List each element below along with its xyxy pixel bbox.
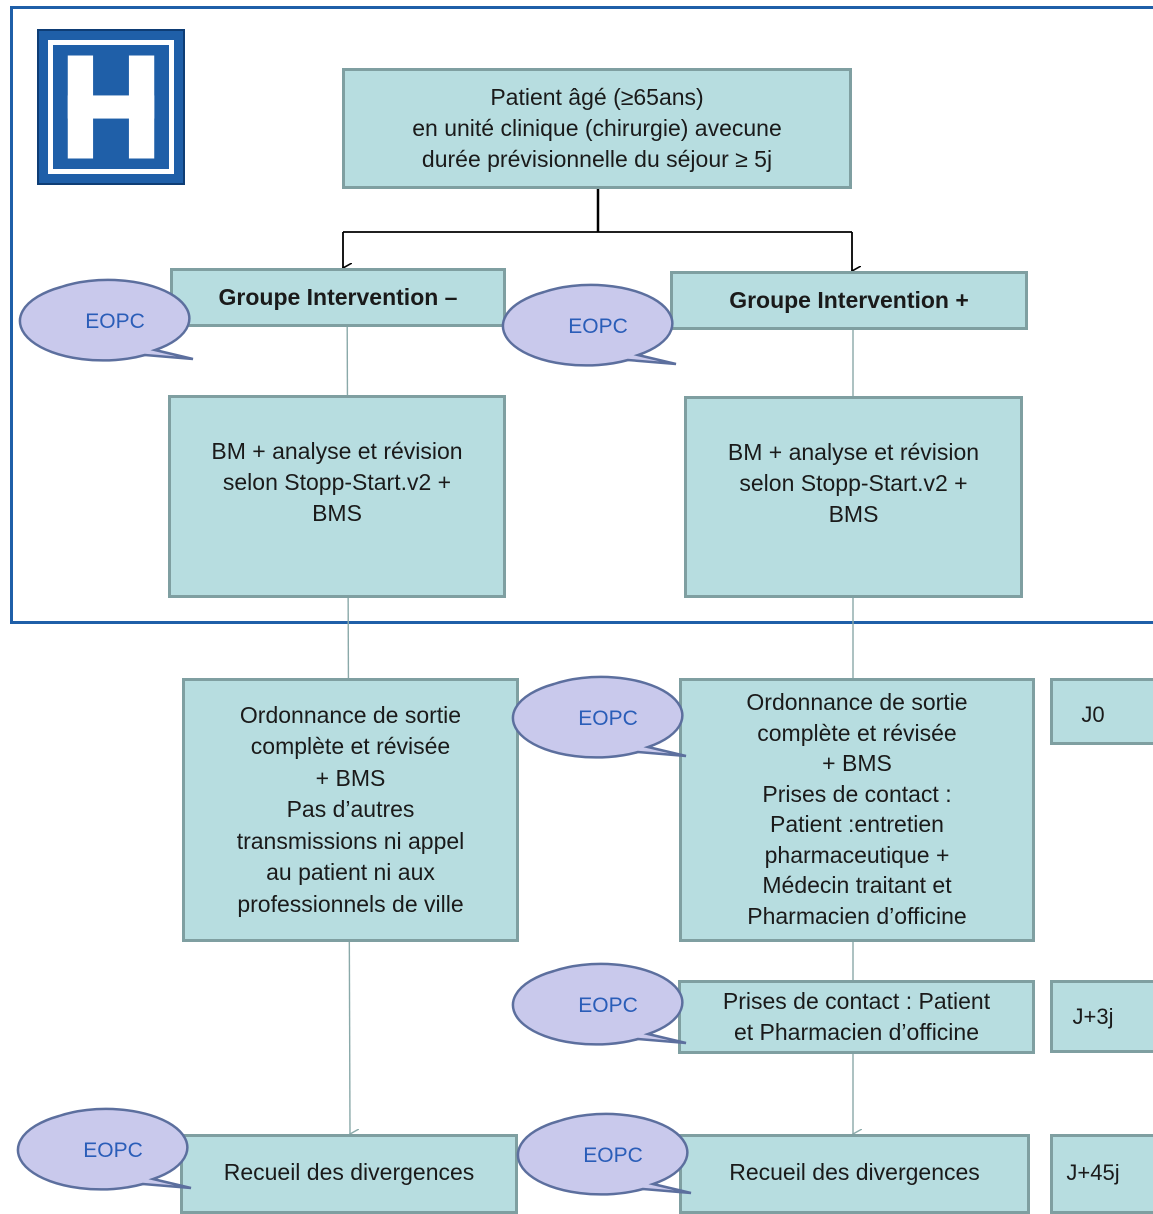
day-box-j45: J+45j [1050, 1134, 1153, 1214]
eopc-label: EOPC [83, 1139, 143, 1162]
eopc-bubble-discharge-group: EOPC [511, 675, 687, 759]
day-box-j0: J0 [1050, 678, 1153, 745]
review-box-left: BM + analyse et révision selon Stopp-Sta… [168, 395, 506, 598]
eopc-bubble-divergence-left-group: EOPC [16, 1107, 192, 1191]
eligibility-box: Patient âgé (≥65ans) en unité clinique (… [342, 68, 852, 189]
divergence-box-left: Recueil des divergences [180, 1134, 518, 1214]
eopc-label: EOPC [568, 315, 628, 338]
eopc-label: EOPC [578, 994, 638, 1017]
hospital-boundary [10, 6, 1153, 624]
discharge-box-left: Ordonnance de sortie complète et révisée… [182, 678, 519, 942]
eopc-label: EOPC [578, 707, 638, 730]
divergence-box-right: Recueil des divergences [679, 1134, 1030, 1214]
group-intervention-plus-box: Groupe Intervention + [670, 271, 1028, 330]
eopc-bubble-divergence-right-group: EOPC [516, 1112, 692, 1196]
hospital-h-sign-icon [37, 29, 185, 185]
followup-box-right: Prises de contact : Patient et Pharmacie… [678, 980, 1035, 1054]
discharge-box-right: Ordonnance de sortie complète et révisée… [679, 678, 1035, 942]
eopc-label: EOPC [583, 1144, 643, 1167]
eopc-bubble-left-group: EOPC [18, 278, 194, 362]
eopc-bubble-right-group: EOPC [501, 283, 677, 367]
eopc-label: EOPC [85, 310, 145, 333]
eopc-bubble-followup-group: EOPC [511, 962, 687, 1046]
group-intervention-minus-box: Groupe Intervention – [170, 268, 506, 327]
day-box-j3: J+3j [1050, 980, 1153, 1053]
review-box-right: BM + analyse et révision selon Stopp-Sta… [684, 396, 1023, 598]
